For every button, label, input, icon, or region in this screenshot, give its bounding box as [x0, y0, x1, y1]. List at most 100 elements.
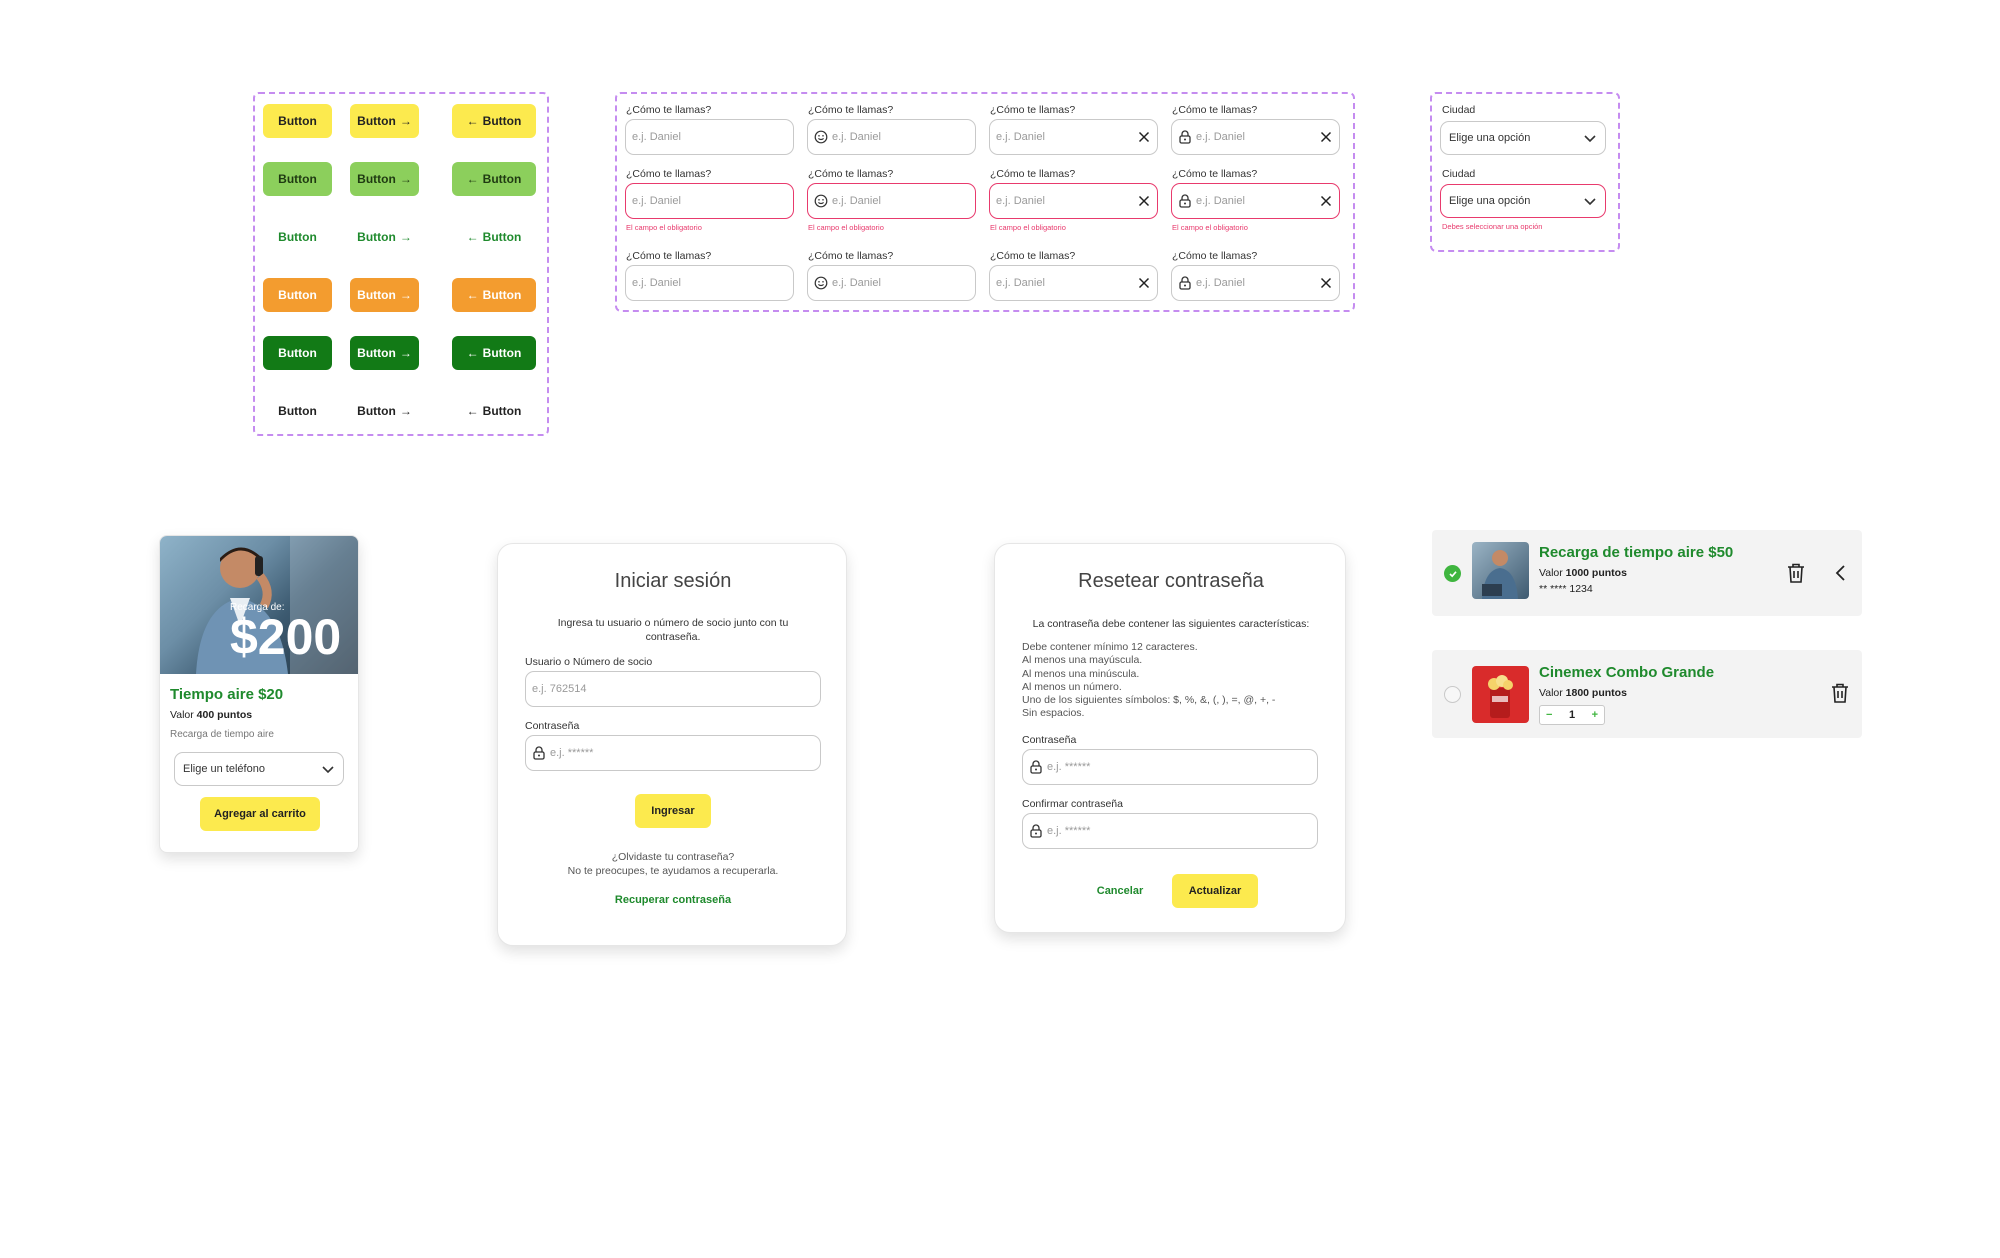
- add-to-cart-button[interactable]: Agregar al carrito: [200, 797, 320, 831]
- reset-password-card: Resetear contraseña La contraseña debe c…: [994, 543, 1346, 933]
- close-icon[interactable]: [1319, 194, 1333, 208]
- arrow-right-icon: →: [399, 114, 412, 128]
- name-input[interactable]: e.j. Daniel: [807, 119, 976, 155]
- button-r6-plain[interactable]: Button: [263, 394, 332, 428]
- chevron-left-icon[interactable]: [1834, 564, 1848, 582]
- input-placeholder: e.j. Daniel: [996, 131, 1045, 143]
- product-title: Tiempo aire $20: [170, 686, 284, 703]
- button-label: Button: [278, 346, 317, 360]
- cart-item-detail: ** **** 1234: [1539, 583, 1593, 595]
- trash-icon[interactable]: [1786, 562, 1806, 584]
- name-input[interactable]: e.j. Daniel: [1171, 119, 1340, 155]
- lock-icon: [1030, 824, 1042, 838]
- increment-button[interactable]: +: [1591, 709, 1598, 721]
- confirm-password-input[interactable]: e.j. ******: [1022, 813, 1318, 849]
- select-value: Elige un teléfono: [183, 763, 265, 775]
- cancel-button[interactable]: Cancelar: [1096, 885, 1144, 897]
- input-variants-frame: [615, 92, 1355, 312]
- button-r2-left[interactable]: ←Button: [452, 162, 536, 196]
- password-label: Contraseña: [525, 720, 580, 732]
- name-input[interactable]: e.j. Daniel: [625, 265, 794, 301]
- button-r4-plain[interactable]: Button: [263, 278, 332, 312]
- trash-icon[interactable]: [1830, 682, 1850, 704]
- value-prefix: Valor: [170, 709, 194, 721]
- phone-select[interactable]: Elige un teléfono: [174, 752, 344, 786]
- login-card: Iniciar sesión Ingresa tu usuario o núme…: [497, 543, 847, 946]
- name-input[interactable]: e.j. Daniel: [625, 119, 794, 155]
- unselected-radio[interactable]: [1444, 686, 1461, 703]
- close-icon[interactable]: [1137, 130, 1151, 144]
- close-icon[interactable]: [1137, 276, 1151, 290]
- close-icon[interactable]: [1137, 194, 1151, 208]
- product-banner-image: Recarga de: $200: [160, 536, 358, 674]
- product-card: Recarga de: $200 Tiempo aire $20 Valor 4…: [159, 535, 359, 853]
- button-r5-right[interactable]: Button→: [350, 336, 419, 370]
- button-label: Button: [482, 288, 522, 302]
- button-r2-right[interactable]: Button→: [350, 162, 419, 196]
- update-button[interactable]: Actualizar: [1172, 874, 1258, 908]
- quantity-stepper: − 1 +: [1539, 705, 1605, 725]
- button-r2-plain[interactable]: Button: [263, 162, 332, 196]
- recover-password-link[interactable]: Recuperar contraseña: [614, 894, 732, 906]
- button-r3-right[interactable]: Button→: [350, 220, 419, 254]
- button-r4-left[interactable]: ←Button: [452, 278, 536, 312]
- cart-item: Cinemex Combo Grande Valor 1800 puntos −…: [1432, 650, 1862, 738]
- user-input[interactable]: e.j. 762514: [525, 671, 821, 707]
- button-r1-plain[interactable]: Button: [263, 104, 332, 138]
- button-r3-left[interactable]: ←Button: [452, 220, 536, 254]
- button-r1-left[interactable]: ←Button: [452, 104, 536, 138]
- button-r5-left[interactable]: ←Button: [452, 336, 536, 370]
- selected-check-icon[interactable]: [1444, 565, 1461, 582]
- input-error-text: El campo el obligatorio: [808, 223, 884, 232]
- arrow-left-icon: ←: [466, 288, 479, 302]
- new-password-input[interactable]: e.j. ******: [1022, 749, 1318, 785]
- forgot-password-help: No te preocupes, te ayudamos a recuperar…: [567, 865, 779, 877]
- name-input-error[interactable]: e.j. Daniel: [1171, 183, 1340, 219]
- confirm-password-label: Confirmar contraseña: [1022, 798, 1123, 810]
- value-points: 1800 puntos: [1565, 687, 1627, 699]
- close-icon[interactable]: [1319, 130, 1333, 144]
- city-select[interactable]: Elige una opción: [1440, 121, 1606, 155]
- arrow-right-icon: →: [399, 404, 412, 418]
- new-password-label: Contraseña: [1022, 734, 1077, 746]
- name-input[interactable]: e.j. Daniel: [989, 265, 1158, 301]
- button-r6-left[interactable]: ←Button: [452, 394, 536, 428]
- input-label: ¿Cómo te llamas?: [808, 104, 894, 116]
- button-r6-right[interactable]: Button→: [350, 394, 419, 428]
- button-label: Button: [482, 346, 522, 360]
- button-r1-right[interactable]: Button→: [350, 104, 419, 138]
- input-placeholder: e.j. Daniel: [632, 195, 681, 207]
- name-input[interactable]: e.j. Daniel: [1171, 265, 1340, 301]
- login-submit-button[interactable]: Ingresar: [635, 794, 711, 828]
- name-input-error[interactable]: e.j. Daniel: [625, 183, 794, 219]
- quantity-value: 1: [1568, 709, 1576, 721]
- user-label: Usuario o Número de socio: [525, 656, 653, 668]
- input-placeholder: e.j. Daniel: [832, 195, 881, 207]
- input-placeholder: e.j. Daniel: [1196, 277, 1245, 289]
- name-input[interactable]: e.j. Daniel: [807, 265, 976, 301]
- input-label: ¿Cómo te llamas?: [1172, 250, 1258, 262]
- name-input-error[interactable]: e.j. Daniel: [989, 183, 1158, 219]
- product-subtitle: Recarga de tiempo aire: [170, 729, 274, 740]
- button-r3-plain[interactable]: Button: [263, 220, 332, 254]
- value-prefix: Valor: [1539, 567, 1563, 579]
- password-rule: Uno de los siguientes símbolos: $, %, &,…: [1022, 694, 1276, 707]
- input-label: ¿Cómo te llamas?: [1172, 104, 1258, 116]
- forgot-password-question: ¿Olvidaste tu contraseña?: [611, 851, 735, 863]
- close-icon[interactable]: [1319, 276, 1333, 290]
- input-placeholder: e.j. 762514: [532, 683, 587, 695]
- cart-item: Recarga de tiempo aire $50 Valor 1000 pu…: [1432, 530, 1862, 616]
- product-value: Valor 400 puntos: [170, 709, 252, 721]
- button-r5-plain[interactable]: Button: [263, 336, 332, 370]
- city-select-error[interactable]: Elige una opción: [1440, 184, 1606, 218]
- input-placeholder: e.j. Daniel: [996, 195, 1045, 207]
- arrow-left-icon: ←: [466, 114, 479, 128]
- name-input[interactable]: e.j. Daniel: [989, 119, 1158, 155]
- input-placeholder: e.j. Daniel: [632, 277, 681, 289]
- password-input[interactable]: e.j. ******: [525, 735, 821, 771]
- name-input-error[interactable]: e.j. Daniel: [807, 183, 976, 219]
- button-r4-right[interactable]: Button→: [350, 278, 419, 312]
- select-label-error-state: Ciudad: [1442, 168, 1476, 180]
- cart-item-title: Recarga de tiempo aire $50: [1539, 544, 1734, 561]
- decrement-button[interactable]: −: [1546, 709, 1553, 721]
